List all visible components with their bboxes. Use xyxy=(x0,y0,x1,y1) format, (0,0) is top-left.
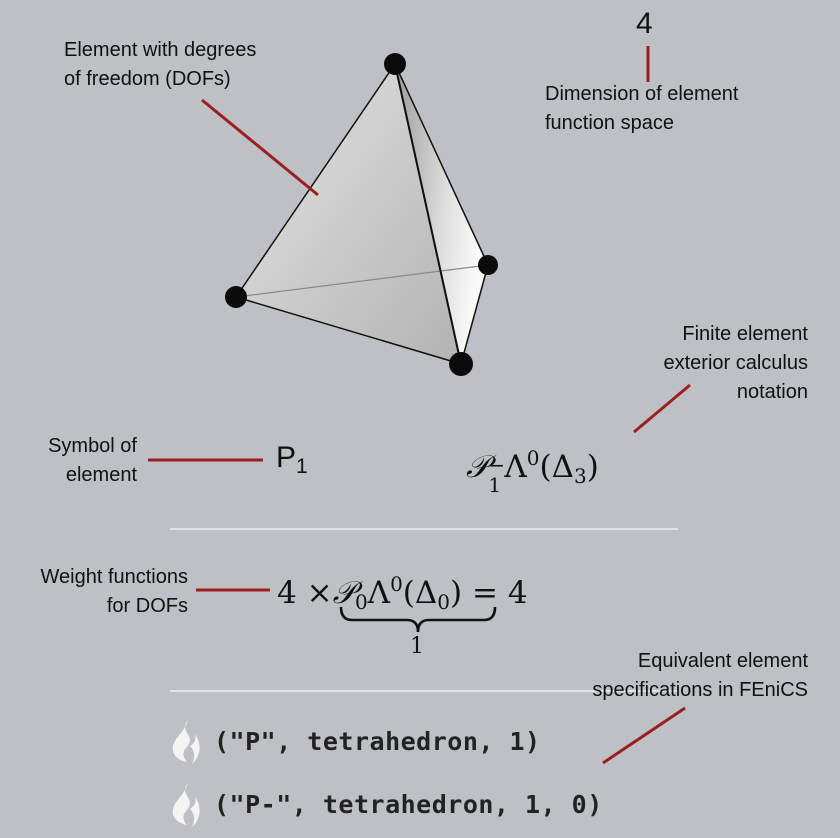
dof-vertex-left xyxy=(225,286,247,308)
fenics-flame-icon xyxy=(172,720,200,764)
feec-P: 𝒫 xyxy=(466,449,489,485)
underbrace xyxy=(339,606,497,633)
dofs-leader-line xyxy=(201,98,319,197)
feec-open-paren: ( xyxy=(539,449,552,485)
element-symbol-base: P xyxy=(276,441,297,474)
weights-times: × xyxy=(306,575,333,611)
feec-label-line3: notation xyxy=(736,381,808,403)
weights-open-paren: ( xyxy=(402,575,415,611)
weights-Delta: Δ xyxy=(414,575,438,611)
weights-Lambda: Λ xyxy=(367,575,391,611)
weights-Lambda-sup: 0 xyxy=(390,572,403,596)
fenics-label-line2: specifications in FEniCS xyxy=(592,679,808,701)
fenics-spec-1: ("P", tetrahedron, 1) xyxy=(214,727,541,756)
element-symbol: P1 xyxy=(276,440,308,485)
dimension-value: 4 xyxy=(636,7,653,40)
weights-formula: 4 ×𝒫0Λ0(Δ0) = 4 xyxy=(277,564,528,622)
dof-vertex-bottom xyxy=(449,352,473,376)
weights-P-sub: 0 xyxy=(354,590,368,614)
fenics-leader-line xyxy=(602,706,686,765)
dof-vertex-top xyxy=(384,53,406,75)
weights-label-line2: for DOFs xyxy=(106,595,188,617)
feec-Lambda-sup: 0 xyxy=(526,446,540,470)
fenics-flame-icon xyxy=(172,783,200,827)
weights-label: Weight functions for DOFs xyxy=(41,563,189,621)
element-symbol-sub: 1 xyxy=(296,455,308,478)
dimension-label: Dimension of element function space xyxy=(545,80,738,138)
tetrahedron-hidden-edge xyxy=(235,264,489,298)
symbol-label-line2: element xyxy=(65,464,137,486)
dofs-label: Element with degrees of freedom (DOFs) xyxy=(64,36,256,94)
feec-label: Finite element exterior calculus notatio… xyxy=(663,320,808,407)
feec-close-paren: ) xyxy=(586,449,599,485)
tetrahedron-front-edge xyxy=(394,63,462,365)
fenics-label: Equivalent element specifications in FEn… xyxy=(592,647,808,705)
fenics-spec-2: ("P-", tetrahedron, 1, 0) xyxy=(214,790,603,819)
feec-Delta: Δ xyxy=(551,449,574,485)
dofs-label-line1: Element with degrees xyxy=(64,39,257,61)
feec-label-line1: Finite element xyxy=(682,323,808,345)
dofs-label-line2: of freedom (DOFs) xyxy=(64,68,231,90)
weights-equals: = 4 xyxy=(472,575,528,611)
feec-Lambda: Λ xyxy=(504,449,527,485)
feec-label-line2: exterior calculus xyxy=(663,352,808,374)
dimension-label-line2: function space xyxy=(545,112,674,134)
symbol-label-line1: Symbol of xyxy=(48,435,137,457)
weights-count: 4 xyxy=(277,575,297,611)
feec-P-sup: − xyxy=(488,453,506,477)
dof-vertex-right xyxy=(478,255,498,275)
feec-P-sub: 1 xyxy=(488,473,502,497)
weights-Delta-sub: 0 xyxy=(437,590,451,614)
underbrace-value: 1 xyxy=(410,634,424,659)
fenics-label-line1: Equivalent element xyxy=(637,650,808,672)
feec-leader-line xyxy=(633,383,691,434)
weights-P: 𝒫 xyxy=(332,575,355,611)
weights-label-line1: Weight functions xyxy=(40,566,189,588)
symbol-label: Symbol of element xyxy=(48,432,137,490)
weights-close-paren: ) xyxy=(450,575,463,611)
feec-Delta-sub: 3 xyxy=(573,464,587,488)
tetrahedron xyxy=(225,53,498,376)
dimension-label-line1: Dimension of element xyxy=(545,83,739,105)
